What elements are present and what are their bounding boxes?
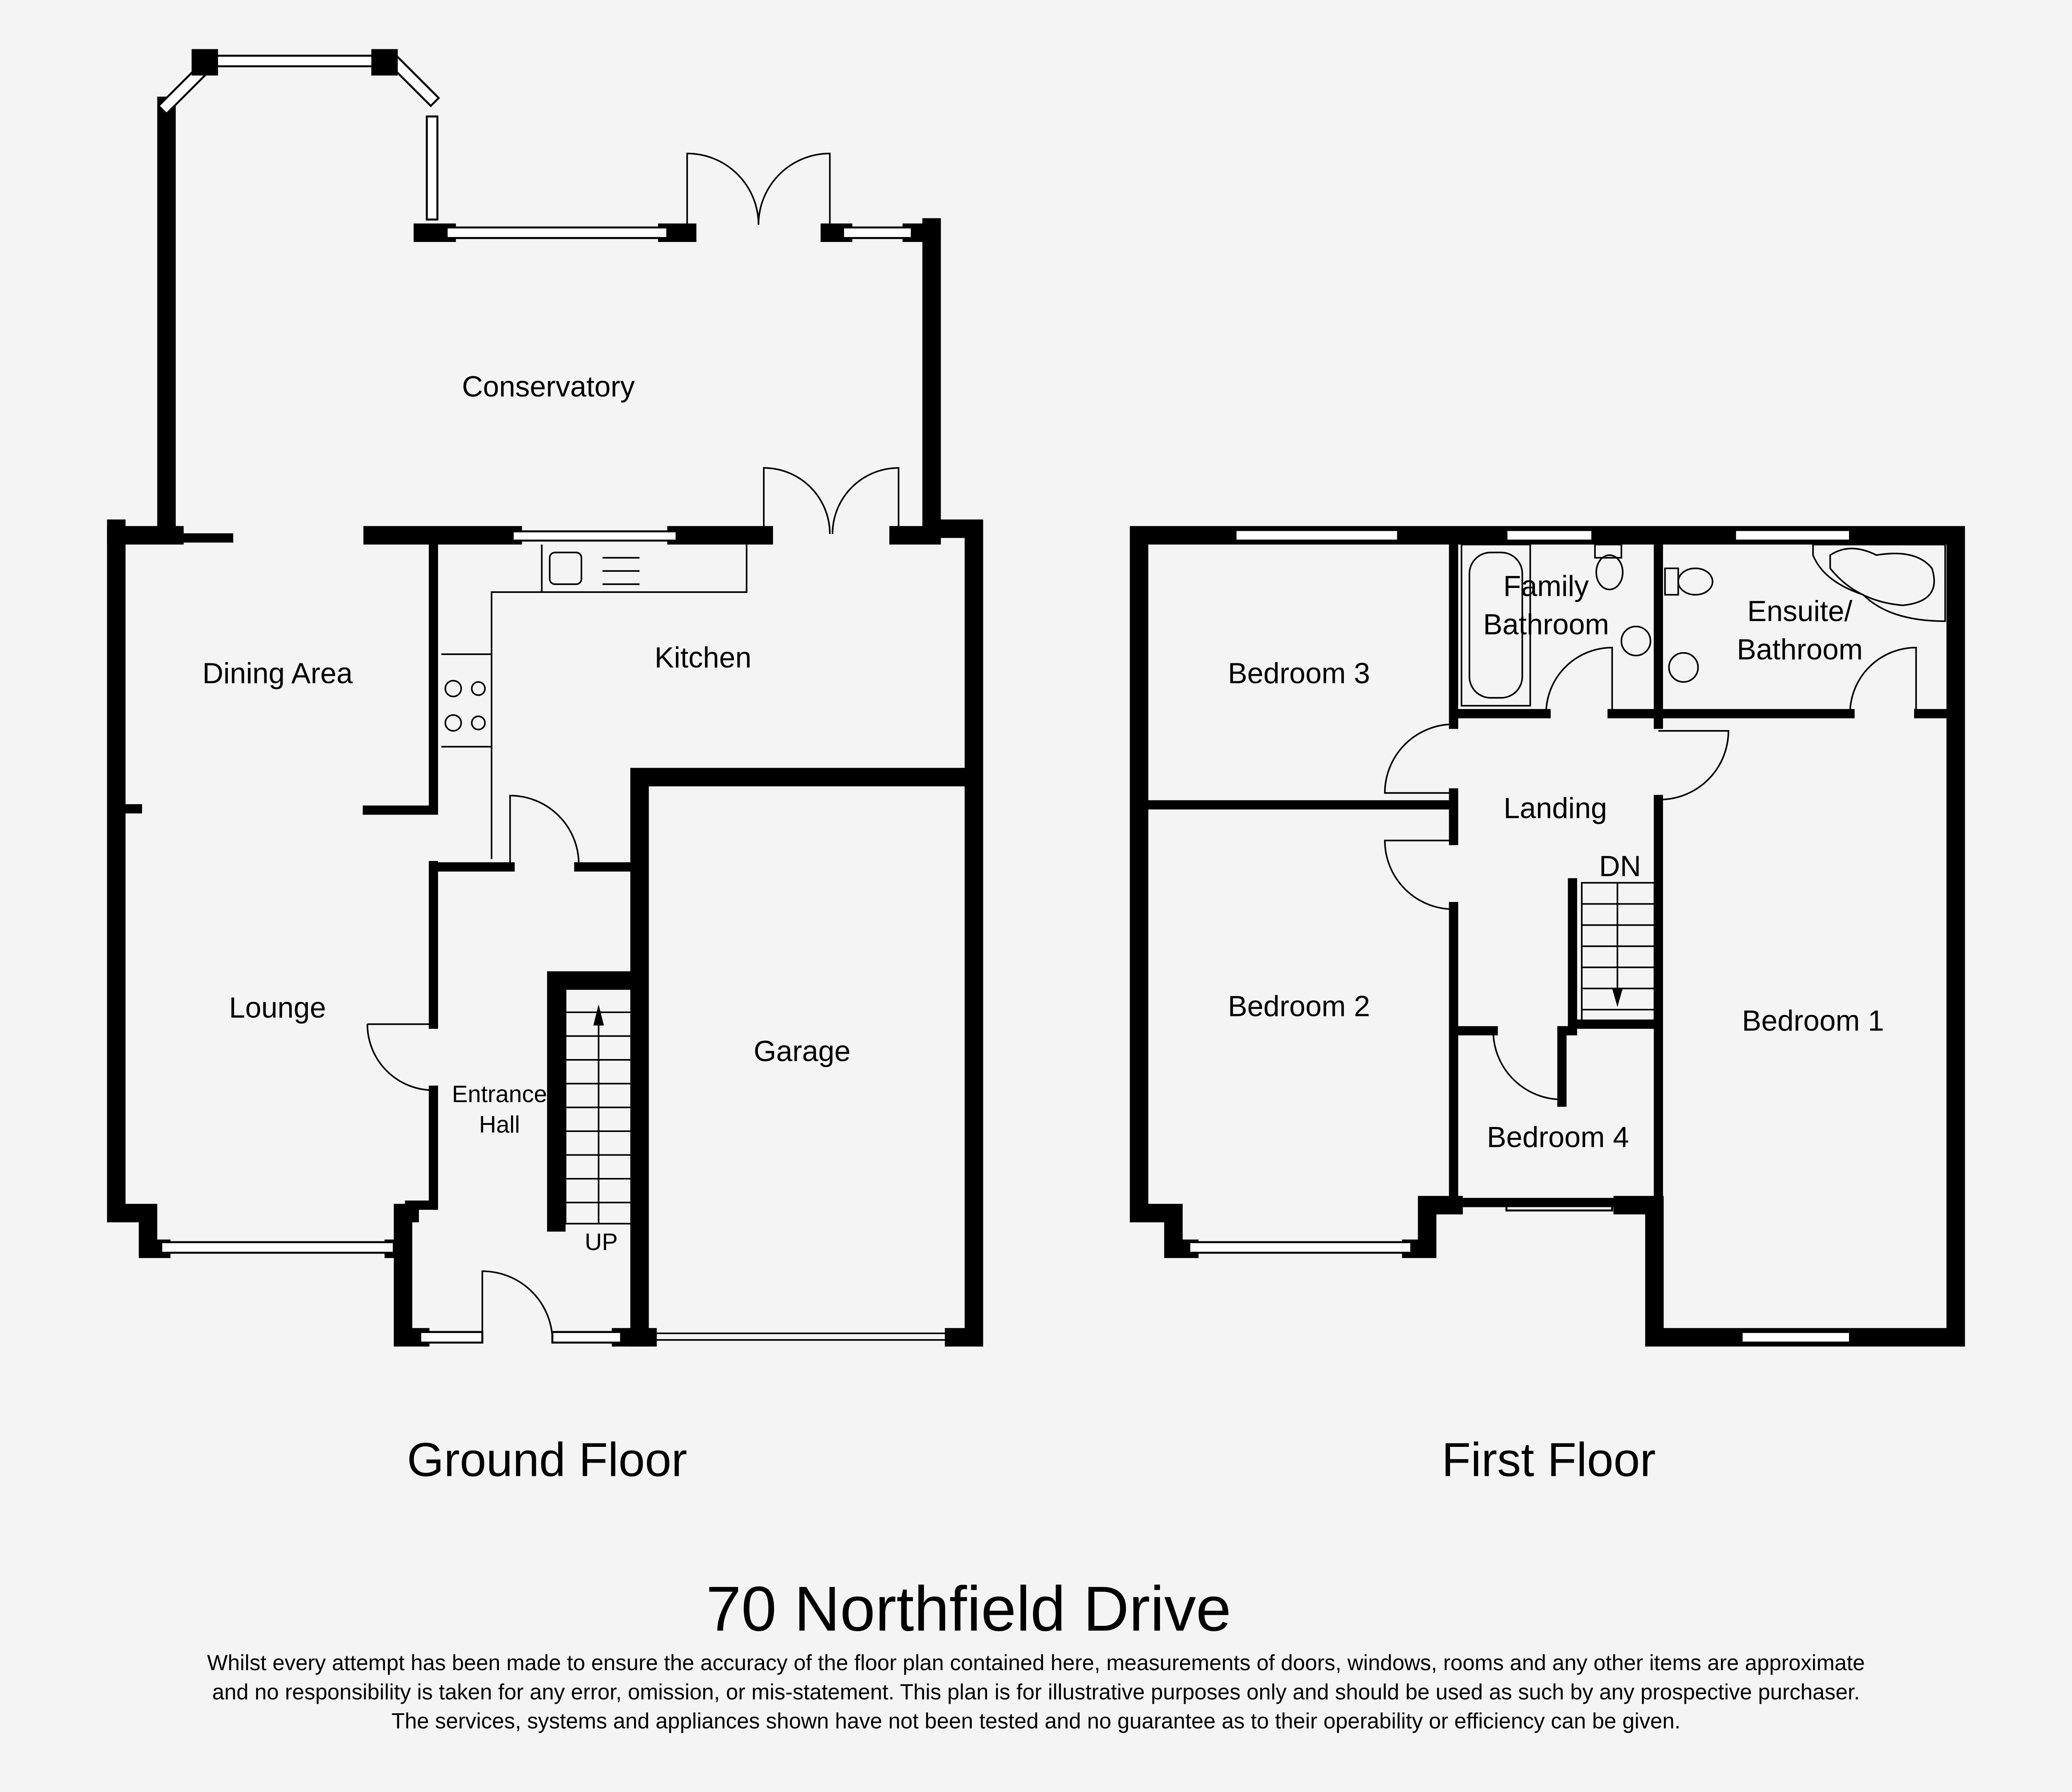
staircase-down [1581, 882, 1656, 1023]
room-label-bedroom-2: Bedroom 2 [1228, 990, 1370, 1023]
stair-wall [547, 971, 641, 1232]
bedroom1-door [1658, 730, 1729, 800]
bath-inner [1469, 551, 1523, 699]
stairs-up-label: UP [585, 1229, 618, 1255]
bathroom-door [1545, 647, 1613, 714]
lounge-west-wall [107, 519, 171, 1258]
window [511, 530, 678, 542]
window [445, 226, 668, 239]
french-doors [763, 467, 900, 535]
front-door [481, 1270, 553, 1337]
disclaimer-line-2: and no responsibility is taken for any e… [212, 1680, 1860, 1704]
room-label-ensuite: Ensuite/ [1747, 595, 1852, 627]
window [551, 1331, 622, 1344]
property-title: 70 Northfield Drive [706, 1573, 1231, 1644]
window [842, 226, 913, 239]
bedroom4-door [1492, 1030, 1562, 1100]
room-label-entrance-hall: Entrance [452, 1081, 547, 1108]
lounge-east-wall [363, 540, 438, 1210]
lounge-door [366, 1023, 433, 1091]
room-label-lounge: Lounge [229, 991, 326, 1024]
hob-icon [444, 680, 486, 732]
toilet-icon [1677, 567, 1714, 596]
stairs-down-label: DN [1599, 850, 1641, 883]
bedroom1-west-wall [1449, 540, 1663, 1337]
window [1188, 1241, 1413, 1254]
room-label-ensuite-2: Bathroom [1737, 633, 1863, 666]
ground-floor-label: Ground Floor [407, 1433, 687, 1486]
garage-wall [630, 768, 974, 1347]
bedroom2-door [1384, 839, 1454, 910]
sink-icon [549, 551, 582, 585]
drainer-icon [603, 557, 640, 585]
room-label-family-bathroom-2: Bathroom [1483, 608, 1609, 641]
window [160, 1241, 395, 1254]
east-wall [922, 218, 983, 1347]
disclaimer-line-1: Whilst every attempt has been made to en… [207, 1651, 1865, 1675]
room-label-dining-area: Dining Area [202, 657, 353, 689]
first-floor-label: First Floor [1442, 1433, 1656, 1486]
window [1734, 529, 1851, 542]
landing-west-wall [1142, 540, 1577, 1207]
kitchen-units [441, 544, 748, 859]
window [1740, 1331, 1851, 1344]
basin-icon [1668, 652, 1699, 683]
basin-icon [1620, 626, 1651, 657]
kitchen-door [509, 795, 580, 867]
room-label-family-bathroom: Family [1503, 570, 1589, 602]
arrow-up-icon [593, 1004, 604, 1025]
toilet-cistern-icon [1664, 567, 1679, 596]
room-label-garage: Garage [754, 1035, 851, 1067]
room-label-bedroom-4: Bedroom 4 [1487, 1120, 1629, 1153]
corner-bath-icon [1812, 544, 1946, 622]
window [208, 55, 387, 68]
ground-floor-plan: Conservatory Dining Area Kitchen Lounge … [107, 49, 983, 1347]
room-label-bedroom-3: Bedroom 3 [1228, 657, 1370, 689]
staircase-up [564, 987, 633, 1225]
bath-icon [1460, 544, 1531, 707]
room-label-kitchen: Kitchen [654, 641, 751, 674]
room-label-landing: Landing [1503, 791, 1607, 824]
window-post [191, 49, 218, 76]
window [426, 115, 438, 221]
window [1234, 529, 1399, 542]
window [1505, 529, 1593, 542]
window [419, 1331, 484, 1344]
french-doors [686, 152, 831, 233]
toilet-cistern-icon [1594, 544, 1622, 559]
garage-door [654, 1333, 949, 1341]
window-post [371, 49, 398, 76]
first-floor-plan: Family Bathroom Ensuite/ Bathroom Bedroo… [1130, 526, 1965, 1347]
hall-front-wall [384, 1204, 430, 1347]
toilet-icon [1595, 554, 1624, 590]
room-label-conservatory: Conservatory [462, 370, 635, 403]
arrow-down-icon [1612, 988, 1623, 1007]
ensuite-door [1849, 647, 1917, 714]
room-label-entrance-hall-2: Hall [479, 1111, 520, 1138]
room-label-bedroom-1: Bedroom 1 [1742, 1004, 1884, 1037]
disclaimer-line-3: The services, systems and appliances sho… [392, 1709, 1681, 1733]
bedroom3-door [1384, 723, 1454, 794]
